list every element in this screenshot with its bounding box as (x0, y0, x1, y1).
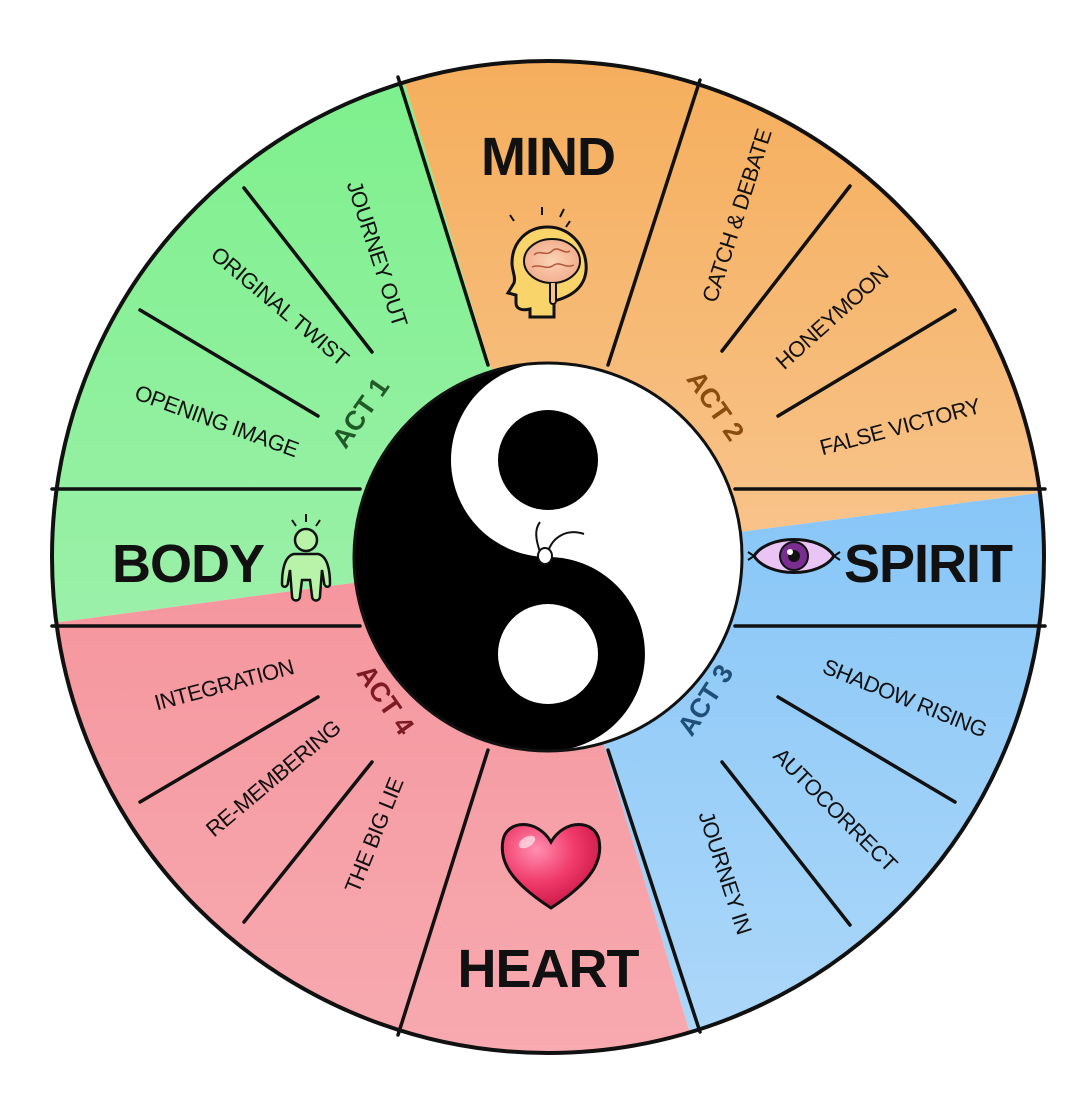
outer-ring (50, 59, 1046, 1055)
zone-label-mind: MIND (481, 127, 615, 187)
sprout-doodle (535, 521, 585, 565)
zone-label-body: BODY (112, 534, 265, 594)
zone-label-spirit: SPIRIT (844, 534, 1013, 594)
person-icon (280, 514, 332, 602)
beat-separators (138, 184, 957, 927)
zone-label-heart: HEART (458, 939, 640, 999)
eye-icon (747, 538, 841, 574)
yin-yang-icon (352, 361, 744, 753)
heart-icon (500, 823, 602, 910)
sector-dividers (50, 75, 1047, 1037)
brain-head-icon (505, 207, 588, 319)
